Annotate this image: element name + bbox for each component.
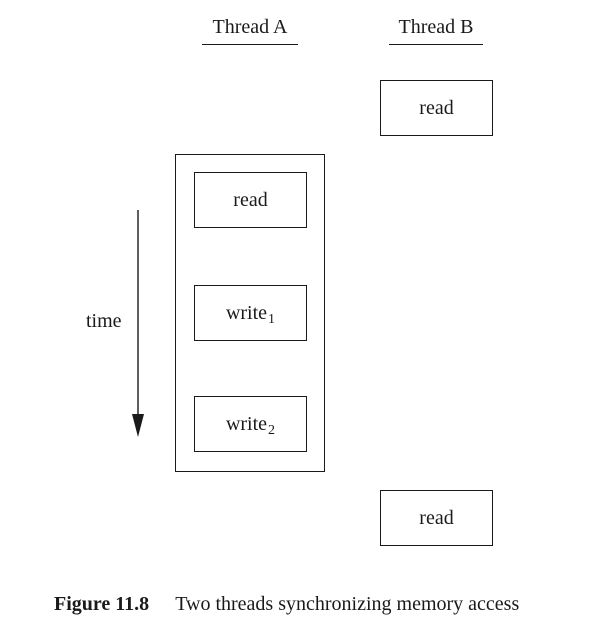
thread-a-critical-section <box>175 154 325 472</box>
thread-a-write1-box: write1 <box>194 285 307 341</box>
thread-b-read-top-box: read <box>380 80 493 136</box>
thread-a-write2-box: write2 <box>194 396 307 452</box>
thread-a-write1-subscript: 1 <box>268 311 276 327</box>
figure-caption: Figure 11.8 Two threads synchronizing mem… <box>54 592 519 616</box>
thread-a-read-label: read <box>233 188 268 211</box>
thread-b-header: Thread B <box>389 15 483 45</box>
thread-b-read-top-label: read <box>419 96 454 119</box>
time-arrow-icon <box>132 210 144 437</box>
thread-a-underline <box>202 43 298 45</box>
thread-a-label: Thread A <box>212 16 288 38</box>
thread-b-read-bottom-box: read <box>380 490 493 546</box>
time-axis-label: time <box>86 310 122 332</box>
thread-b-read-bottom-label: read <box>419 506 454 529</box>
thread-a-write2-subscript: 2 <box>268 422 276 438</box>
thread-b-label: Thread B <box>398 16 474 38</box>
thread-a-write2-label: write2 <box>225 412 276 438</box>
thread-a-header: Thread A <box>202 15 298 45</box>
figure-caption-text: Two threads synchronizing memory access <box>175 593 520 615</box>
thread-a-read-box: read <box>194 172 307 228</box>
thread-a-write1-label: write1 <box>225 301 276 327</box>
thread-b-underline <box>389 43 483 45</box>
figure-number: Figure 11.8 <box>54 593 150 615</box>
